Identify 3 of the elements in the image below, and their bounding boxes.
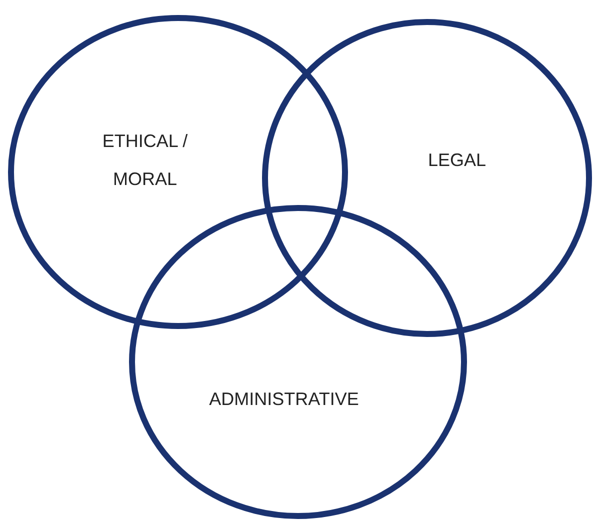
circle-label: LEGAL	[426, 149, 488, 172]
circle-label: ETHICAL / MORAL	[101, 130, 189, 191]
circle-label: ADMINISTRATIVE	[208, 388, 360, 411]
